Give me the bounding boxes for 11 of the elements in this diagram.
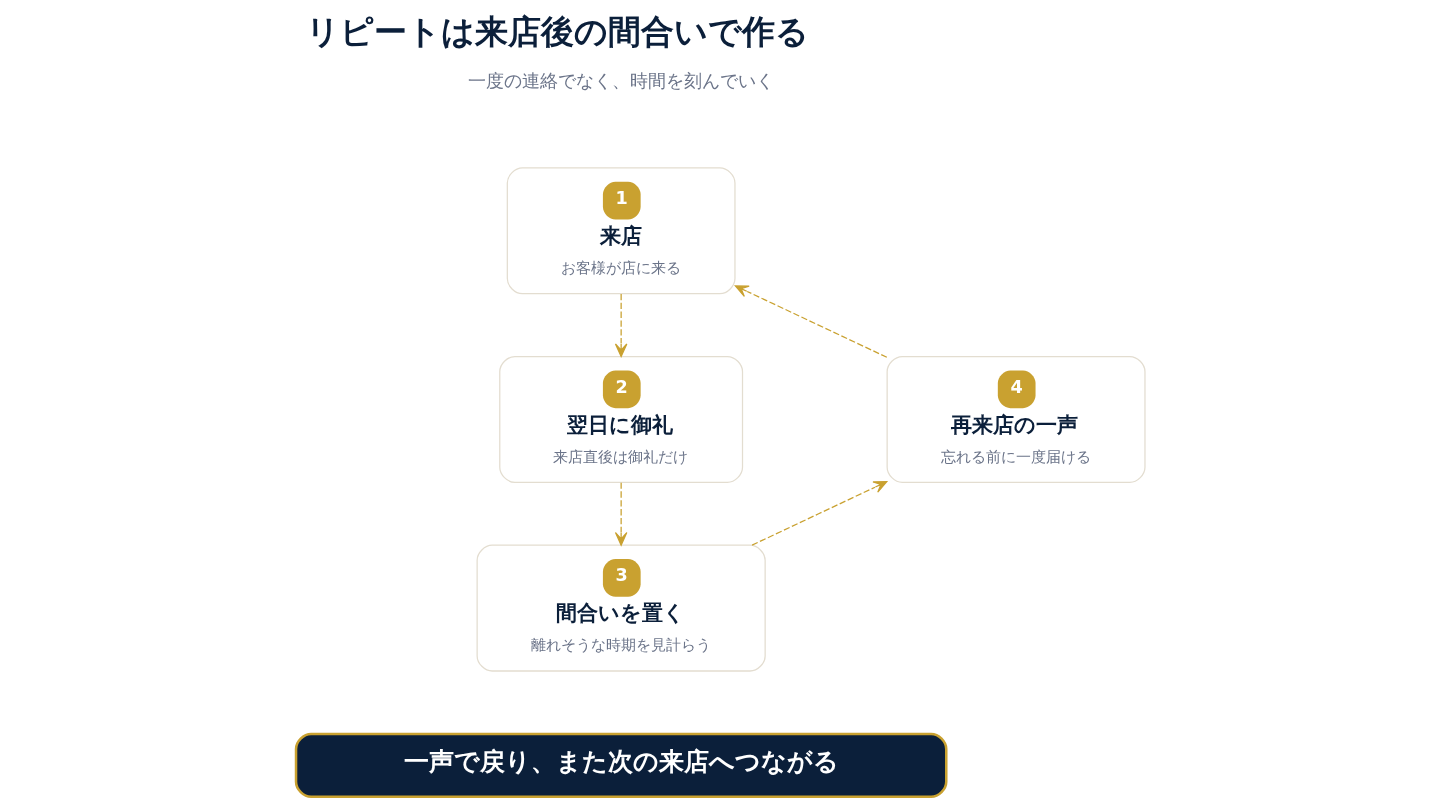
node-box: 2 翌日に御礼 来店直後は御礼だけ — [498, 355, 743, 483]
arrow — [614, 293, 627, 358]
arrow — [750, 481, 887, 546]
node-box: 4 再来店の一声 忘れる前に一度届ける — [886, 355, 1146, 483]
node-box: 1 来店 お客様が店に来る — [506, 167, 736, 295]
node-box: 3 間合いを置く 離れそうな時期を見計らう — [476, 544, 766, 672]
node-box: 一声で戻り、また次の来店へつながる — [294, 732, 947, 799]
label: 一度の連絡でなく、時間を刻んでいく — [467, 71, 774, 92]
arrow — [734, 285, 887, 358]
diagram-title: リピートは来店後の間合いで作る — [305, 13, 809, 52]
arrow — [614, 482, 627, 546]
